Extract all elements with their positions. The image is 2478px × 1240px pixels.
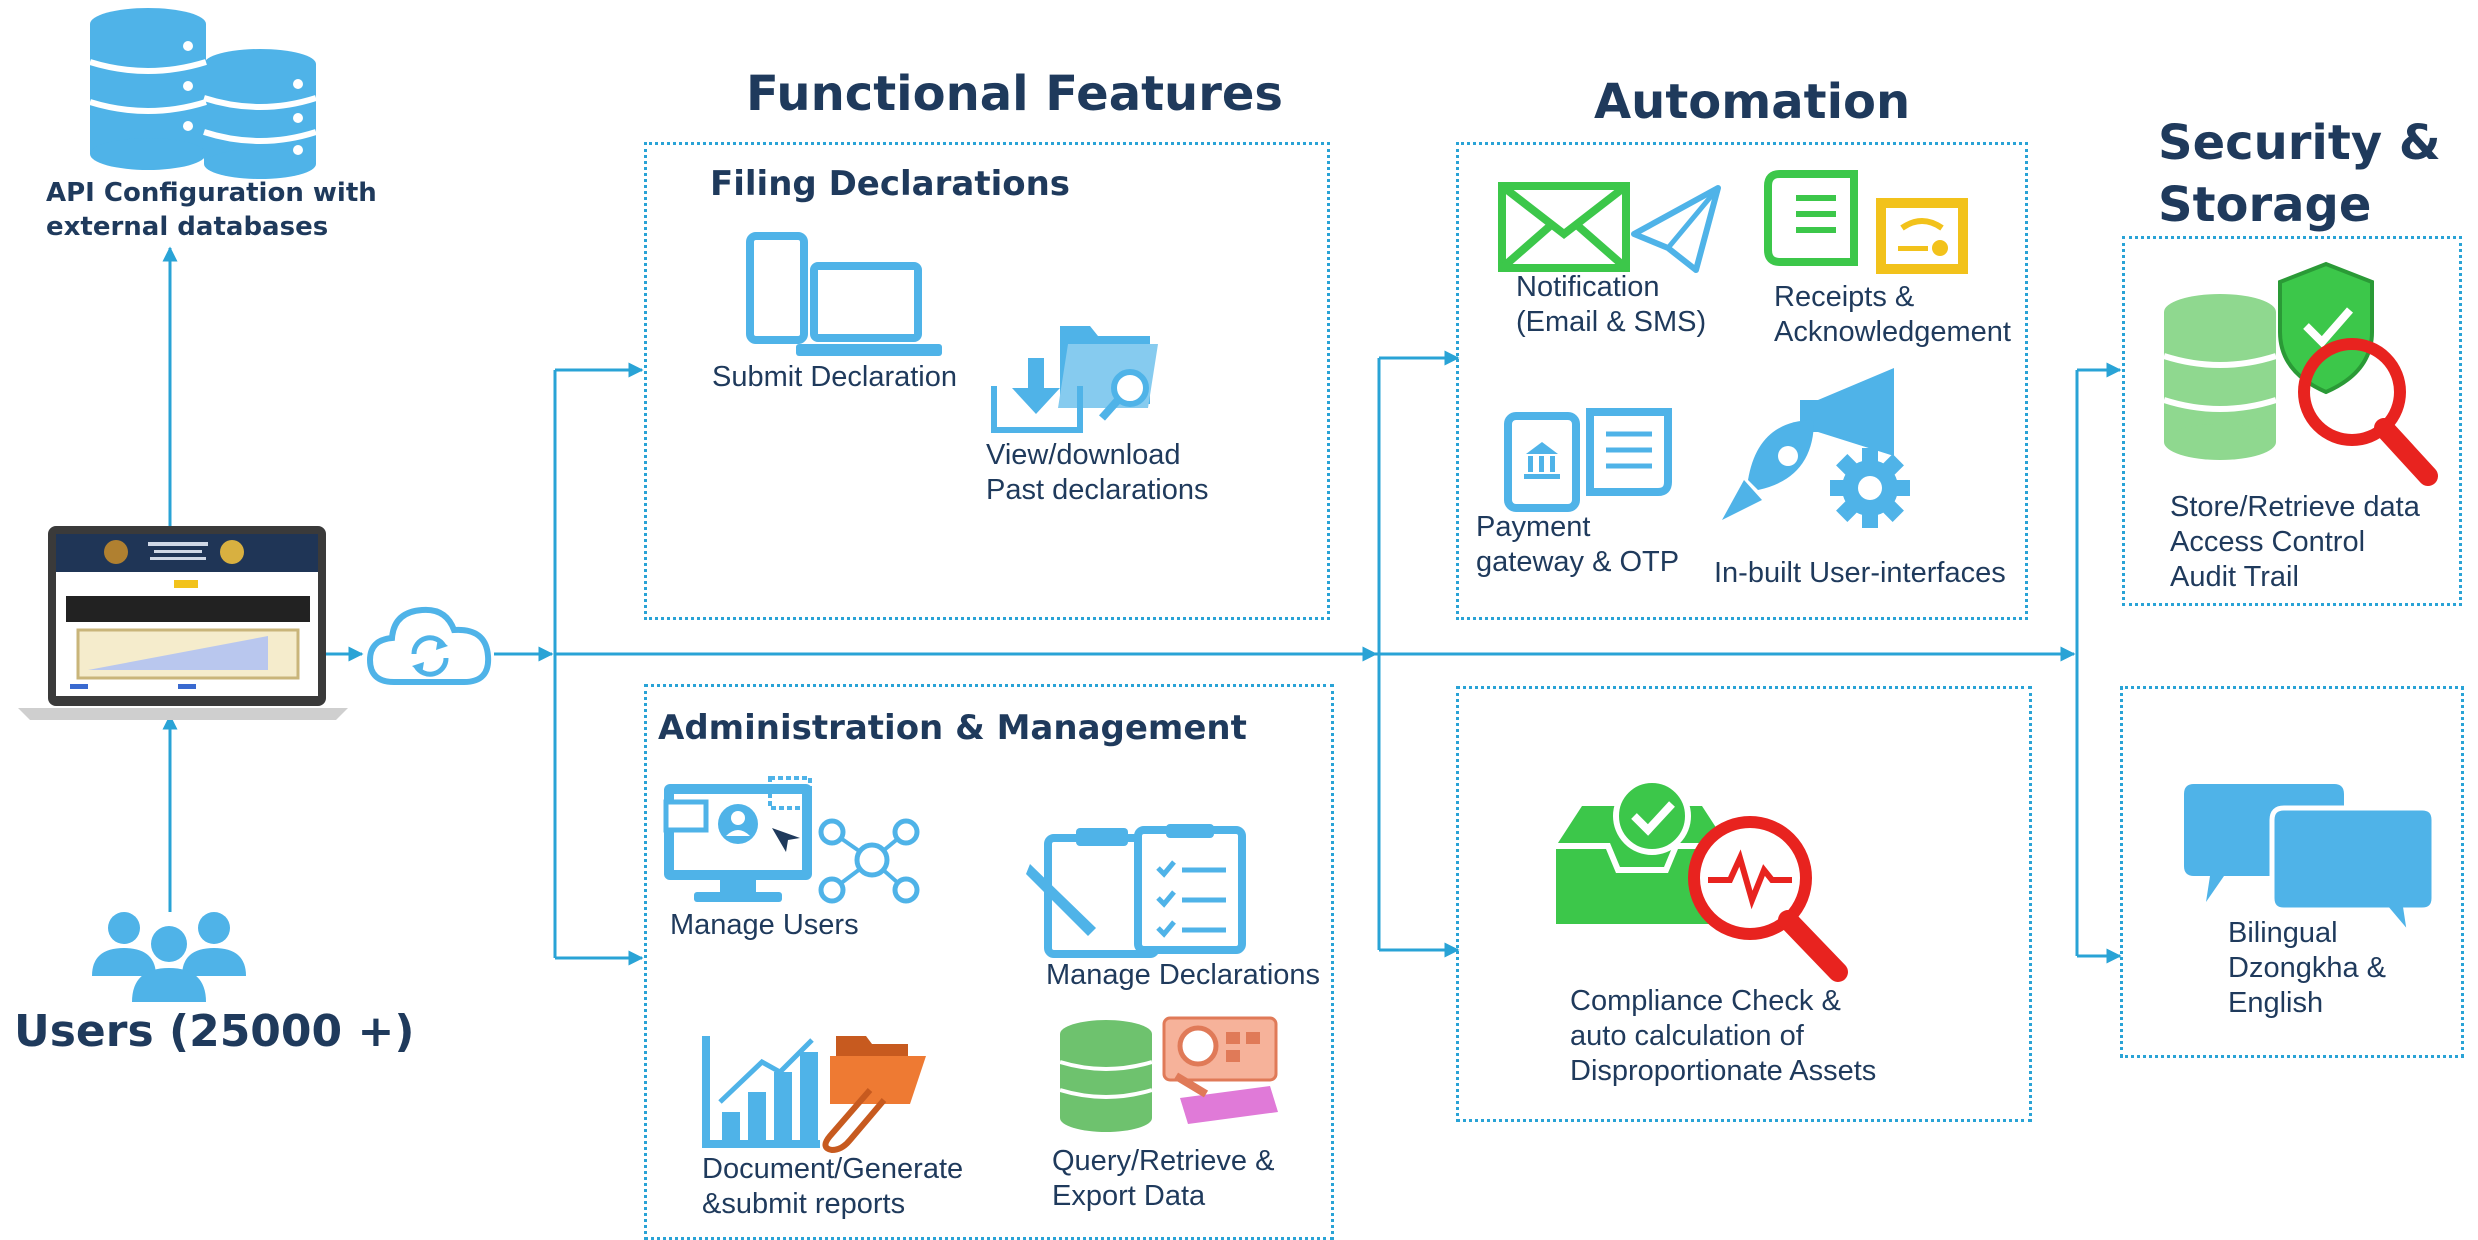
document-generate-label[interactable]: Document/Generate &submit reports: [702, 1153, 964, 1220]
clipboard-checklist-icon[interactable]: [1026, 824, 1246, 958]
envelope-plane-icon[interactable]: [1498, 182, 1722, 274]
notification-label[interactable]: Notification (Email & SMS): [1516, 271, 1707, 338]
api-config-label: API Configuration with external database…: [46, 178, 377, 242]
compliance-check-label[interactable]: Compliance Check & auto calculation of D…: [1570, 985, 1877, 1087]
inbuilt-ui-label[interactable]: In-built User-interfaces: [1714, 557, 2006, 589]
chat-bubbles-icon[interactable]: [2184, 780, 2438, 945]
cloud-sync-icon: [366, 606, 492, 685]
users-group-icon: [92, 912, 246, 1002]
download-folder-icon[interactable]: [990, 318, 1160, 436]
payment-gateway-label[interactable]: Payment gateway & OTP: [1476, 511, 1680, 578]
filing-declarations-box: [644, 142, 1330, 620]
receipt-certificate-icon[interactable]: [1764, 170, 1972, 278]
database-query-icon[interactable]: [1056, 1014, 1282, 1142]
bar-chart-folder-icon[interactable]: [700, 1032, 930, 1154]
inbox-check-magnifier-icon[interactable]: [1552, 776, 1852, 982]
database-icon: [89, 8, 317, 179]
filing-declarations-title: Filing Declarations: [710, 164, 1071, 204]
store-retrieve-label[interactable]: Store/Retrieve data Access Control Audit…: [2170, 491, 2420, 593]
laptop-icon: [18, 526, 348, 720]
rocket-megaphone-gear-icon[interactable]: [1718, 360, 1932, 528]
manage-declarations-label[interactable]: Manage Declarations: [1046, 959, 1321, 991]
functional-features-title: Functional Features: [746, 66, 1283, 122]
user-network-icon[interactable]: [660, 774, 920, 910]
database-shield-magnifier-icon[interactable]: [2160, 261, 2438, 490]
bilingual-label[interactable]: Bilingual Dzongkha & English: [2228, 917, 2386, 1019]
compliance-box: [1456, 686, 2032, 1122]
administration-management-box: [644, 684, 1334, 1240]
storage-box: [2122, 236, 2462, 606]
automation-box: [1456, 142, 2028, 620]
view-download-label[interactable]: View/download Past declarations: [986, 439, 1209, 506]
receipts-label[interactable]: Receipts & Acknowledgement: [1774, 281, 2011, 348]
administration-management-title: Administration & Management: [658, 708, 1247, 748]
users-label: Users (25000 +): [14, 1006, 415, 1057]
query-retrieve-label[interactable]: Query/Retrieve & Export Data: [1052, 1145, 1275, 1212]
payment-phone-icon[interactable]: [1504, 408, 1676, 512]
devices-icon[interactable]: [746, 232, 942, 358]
bilingual-box: [2120, 686, 2464, 1058]
security-storage-title: Security & Storage: [2158, 115, 2441, 233]
manage-users-label[interactable]: Manage Users: [670, 909, 859, 941]
automation-title: Automation: [1594, 74, 1911, 130]
submit-declaration-label[interactable]: Submit Declaration: [712, 361, 957, 393]
